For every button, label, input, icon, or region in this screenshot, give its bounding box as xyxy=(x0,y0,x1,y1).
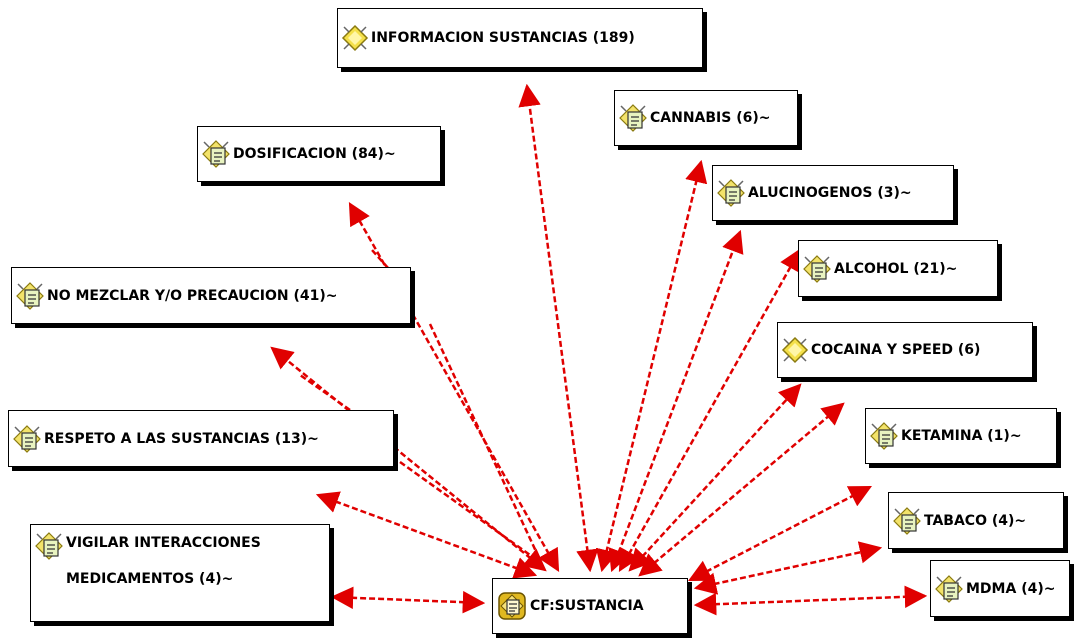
link-respeto-tail xyxy=(299,373,351,412)
link-vigilar xyxy=(330,586,486,614)
node-label: RESPETO A LAS SUSTANCIAS (13)~ xyxy=(44,430,319,447)
code-family-diamond-icon xyxy=(781,336,809,364)
node-cocaina-y-speed[interactable]: COCAINA Y SPEED (6) xyxy=(777,322,1033,378)
node-respeto-a-las-sustancias[interactable]: RESPETO A LAS SUSTANCIAS (13)~ xyxy=(8,410,394,467)
node-no-mezclar-y-o-precaucion[interactable]: NO MEZCLAR Y/O PRECAUCION (41)~ xyxy=(11,267,411,324)
link-cocaina xyxy=(628,383,802,572)
link-respeto-tail-2 xyxy=(399,460,538,562)
node-label: NO MEZCLAR Y/O PRECAUCION (41)~ xyxy=(47,287,338,304)
code-note-icon xyxy=(934,574,964,604)
node-label: VIGILAR INTERACCIONES MEDICAMENTOS (4)~ xyxy=(66,535,261,587)
node-label: ALCOHOL (21)~ xyxy=(834,260,958,277)
link-ketamina xyxy=(638,402,845,577)
code-note-icon xyxy=(15,281,45,311)
node-mdma[interactable]: MDMA (4)~ xyxy=(930,560,1070,617)
node-label: CANNABIS (6)~ xyxy=(650,110,771,126)
code-note-icon xyxy=(618,103,648,133)
node-label: TABACO (4)~ xyxy=(924,512,1027,529)
node-vigilar-interacciones-medicamentos[interactable]: VIGILAR INTERACCIONES MEDICAMENTOS (4)~ xyxy=(30,524,330,622)
code-note-icon xyxy=(869,421,899,451)
node-label: ALUCINOGENOS (3)~ xyxy=(748,185,912,201)
link-respeto xyxy=(315,491,538,579)
link-tabaco xyxy=(688,485,872,582)
node-cf-sustancia[interactable]: CF:SUSTANCIA xyxy=(492,578,688,634)
node-label: KETAMINA (1)~ xyxy=(901,428,1022,444)
code-note-icon xyxy=(892,506,922,536)
node-cannabis[interactable]: CANNABIS (6)~ xyxy=(614,90,798,146)
link-no-mezclar-tail xyxy=(428,323,542,561)
node-label: DOSIFICACION (84)~ xyxy=(233,146,396,162)
node-alcohol[interactable]: ALCOHOL (21)~ xyxy=(798,240,998,297)
node-label: INFORMACION SUSTANCIAS (189) xyxy=(371,30,635,46)
code-note-icon xyxy=(716,178,746,208)
code-note-icon xyxy=(802,254,832,284)
link-alcohol xyxy=(618,248,802,572)
code-note-icon xyxy=(201,139,231,169)
code-family-diamond-icon xyxy=(341,24,369,52)
link-dosificacion-tail xyxy=(371,249,389,269)
node-tabaco[interactable]: TABACO (4)~ xyxy=(888,492,1064,549)
node-label: MDMA (4)~ xyxy=(966,580,1056,597)
node-dosificacion[interactable]: DOSIFICACION (84)~ xyxy=(197,126,441,182)
node-label: CF:SUSTANCIA xyxy=(530,598,644,614)
link-mdma xyxy=(693,585,928,616)
link-informacion xyxy=(518,83,599,573)
code-note-icon xyxy=(12,424,42,454)
link-tabaco-2 xyxy=(693,541,883,595)
node-ketamina[interactable]: KETAMINA (1)~ xyxy=(865,408,1057,464)
family-code-icon xyxy=(496,590,528,622)
node-informacion-sustancias[interactable]: INFORMACION SUSTANCIAS (189) xyxy=(337,8,703,68)
node-label: COCAINA Y SPEED (6) xyxy=(811,342,981,358)
node-alucinogenos[interactable]: ALUCINOGENOS (3)~ xyxy=(712,165,954,221)
code-note-icon xyxy=(34,531,64,561)
